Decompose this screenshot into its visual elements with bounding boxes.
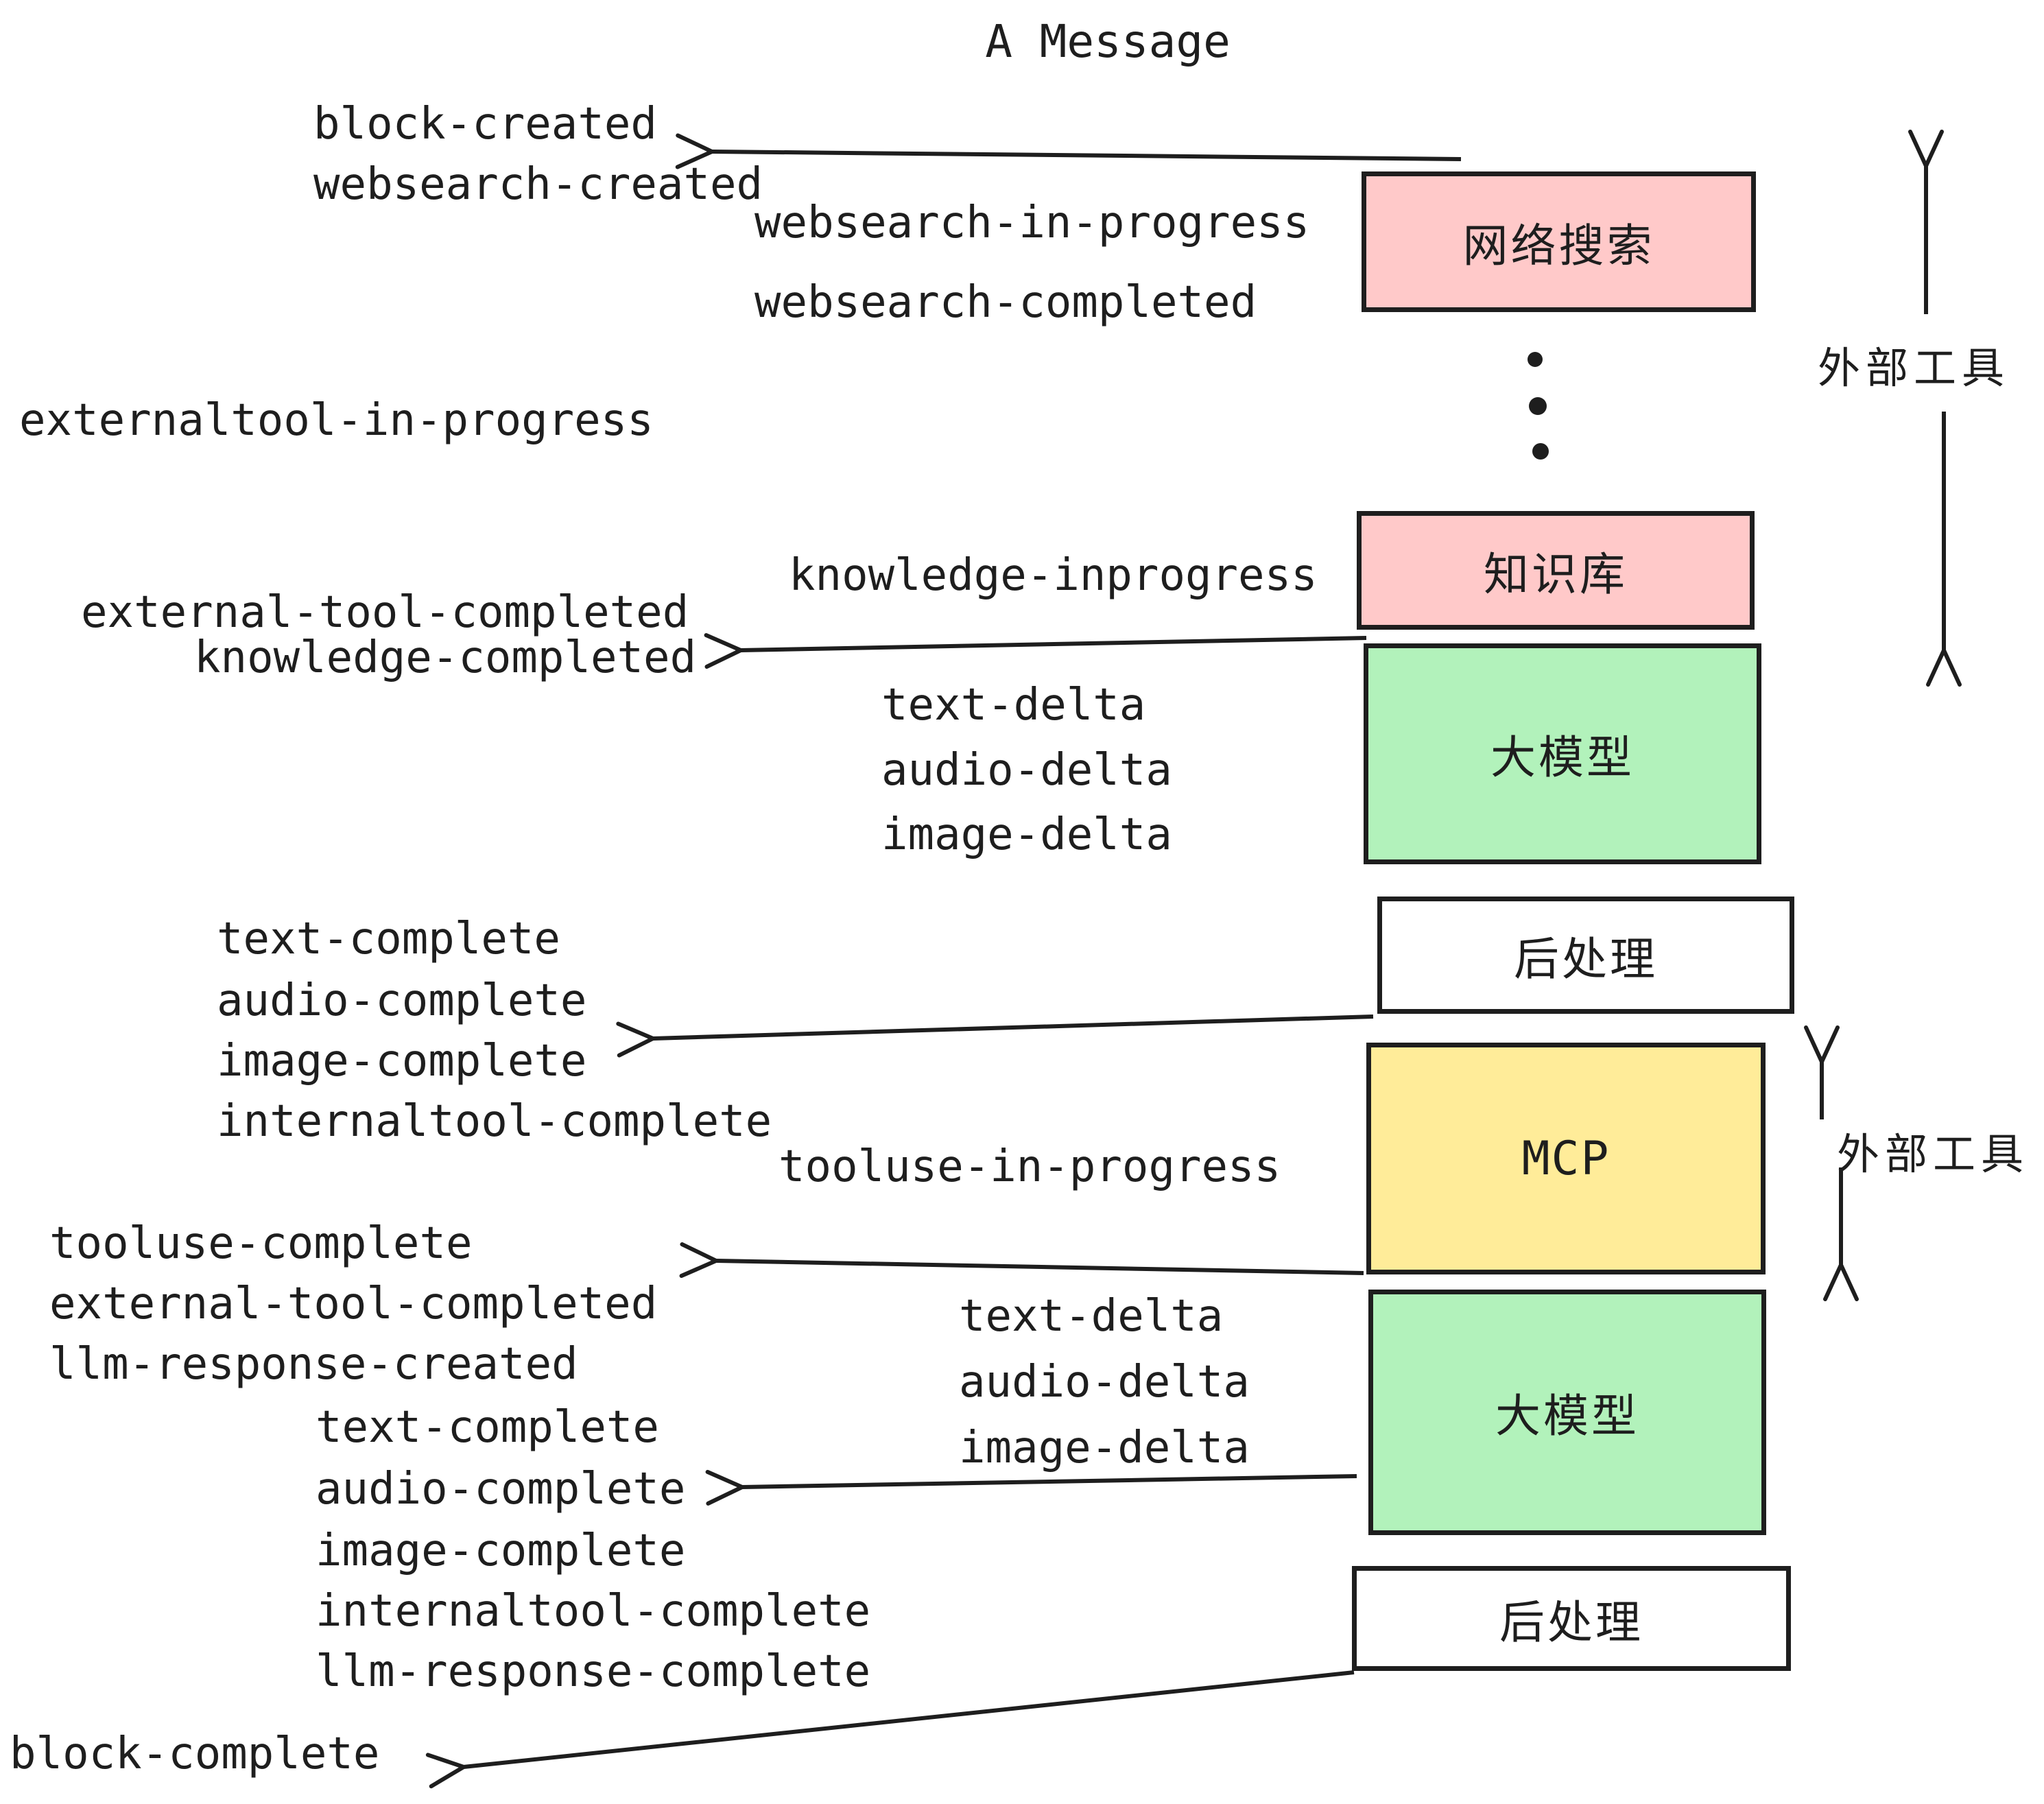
event-image-complete-1: image-complete bbox=[217, 1036, 587, 1087]
event-internaltool-complete-1: internaltool-complete bbox=[217, 1096, 772, 1147]
box-postprocess-1-label: 后处理 bbox=[1514, 932, 1658, 986]
event-llm-response-complete: llm-response-complete bbox=[316, 1646, 871, 1697]
event-image-complete-2: image-complete bbox=[316, 1526, 686, 1576]
box-llm-2-label: 大模型 bbox=[1495, 1390, 1639, 1443]
event-image-delta-2: image-delta bbox=[959, 1423, 1250, 1473]
ellipsis-dot bbox=[1528, 352, 1543, 367]
event-external-tool-completed-2: external-tool-completed bbox=[49, 1279, 658, 1329]
arrow-postprocess1-to-image-complete bbox=[616, 1014, 1374, 1058]
event-block-created: block-created bbox=[313, 99, 657, 150]
external-tools-label-1: 外部工具 bbox=[1818, 343, 2010, 393]
event-websearch-in-progress: websearch-in-progress bbox=[754, 198, 1310, 248]
box-postprocess-2: 后处理 bbox=[1352, 1566, 1791, 1671]
box-websearch-label: 网络搜索 bbox=[1462, 219, 1655, 272]
event-image-delta-1: image-delta bbox=[881, 809, 1172, 860]
ellipsis-dot bbox=[1529, 397, 1547, 415]
event-audio-complete-2: audio-complete bbox=[316, 1464, 686, 1515]
box-mcp-label: MCP bbox=[1521, 1131, 1611, 1186]
ellipsis-dot bbox=[1532, 443, 1549, 460]
arrow-websearch-to-block-created bbox=[675, 133, 1462, 169]
event-knowledge-inprogress: knowledge-inprogress bbox=[789, 550, 1318, 601]
event-websearch-created: websearch-created bbox=[313, 159, 763, 210]
box-llm-1-label: 大模型 bbox=[1490, 731, 1635, 784]
box-llm-2: 大模型 bbox=[1368, 1290, 1766, 1535]
event-text-complete-2: text-complete bbox=[316, 1402, 659, 1453]
event-block-complete: block-complete bbox=[10, 1729, 380, 1779]
box-knowledge-base-label: 知识库 bbox=[1484, 547, 1628, 601]
event-knowledge-completed: knowledge-completed bbox=[194, 632, 697, 683]
diagram-title: A Message bbox=[985, 15, 1231, 68]
event-text-delta-2: text-delta bbox=[959, 1291, 1224, 1342]
box-llm-1: 大模型 bbox=[1364, 643, 1761, 864]
event-text-delta-1: text-delta bbox=[881, 680, 1146, 731]
event-tooluse-in-progress: tooluse-in-progress bbox=[779, 1141, 1281, 1192]
event-llm-response-created: llm-response-created bbox=[49, 1339, 578, 1390]
box-websearch: 网络搜索 bbox=[1362, 171, 1756, 312]
arrow-llm2-to-audio-complete bbox=[705, 1469, 1357, 1506]
event-audio-delta-2: audio-delta bbox=[959, 1357, 1250, 1408]
external-tools-label-2: 外部工具 bbox=[1837, 1129, 2030, 1179]
event-text-complete-1: text-complete bbox=[217, 914, 560, 964]
event-internaltool-complete-2: internaltool-complete bbox=[316, 1586, 871, 1637]
box-mcp: MCP bbox=[1366, 1043, 1766, 1274]
event-tooluse-complete: tooluse-complete bbox=[49, 1218, 473, 1269]
box-postprocess-1: 后处理 bbox=[1377, 897, 1794, 1014]
event-audio-complete-1: audio-complete bbox=[217, 975, 587, 1026]
box-postprocess-2-label: 后处理 bbox=[1499, 1595, 1643, 1649]
arrow-knowledge-to-knowledge-completed bbox=[704, 632, 1367, 669]
event-websearch-completed: websearch-completed bbox=[754, 277, 1257, 328]
arrow-mcp-to-tooluse-complete bbox=[679, 1242, 1364, 1279]
event-externaltool-in-progress: externaltool-in-progress bbox=[19, 395, 654, 446]
box-knowledge-base: 知识库 bbox=[1357, 511, 1755, 630]
event-audio-delta-1: audio-delta bbox=[881, 745, 1172, 796]
arrow-postprocess2-to-block-complete bbox=[425, 1670, 1355, 1789]
event-external-tool-completed-1: external-tool-completed bbox=[81, 587, 689, 638]
